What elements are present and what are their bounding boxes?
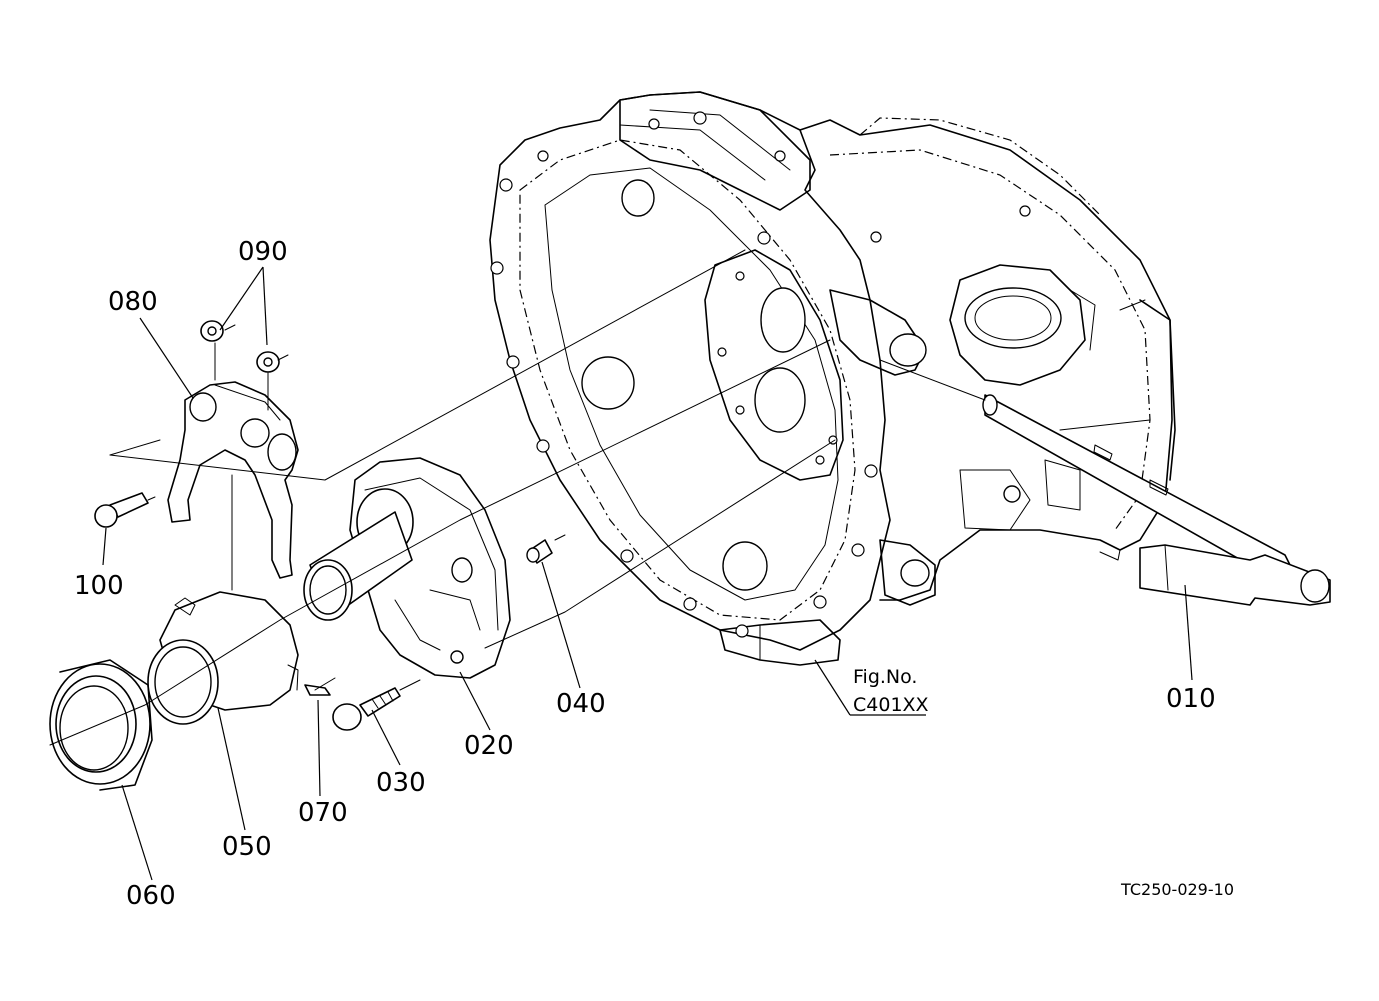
drawing-code: TC250-029-10 (1120, 880, 1234, 899)
label-020: 020 (464, 731, 514, 761)
shift-fork (167, 381, 299, 579)
label-100: 100 (74, 571, 124, 601)
label-050: 050 (222, 832, 272, 862)
bolt-100 (94, 492, 149, 528)
figure-ref-line1: Fig.No. (853, 666, 917, 688)
release-bearing (49, 659, 153, 791)
pin-040 (526, 539, 553, 564)
label-080: 080 (108, 287, 158, 317)
washer-lower (256, 351, 280, 373)
release-bearing-holder (147, 591, 299, 725)
label-040: 040 (556, 689, 606, 719)
callout-leaders (102, 266, 1193, 881)
release-shaft (982, 394, 1331, 606)
label-070: 070 (298, 798, 348, 828)
washer-upper (200, 320, 224, 342)
spring-clip (304, 684, 331, 696)
alignment-lines (49, 249, 986, 746)
bolt-030 (332, 687, 401, 731)
bearing-holder (303, 457, 511, 679)
figure-ref-line2: C401XX (853, 694, 929, 716)
label-010: 010 (1166, 684, 1216, 714)
label-060: 060 (126, 881, 176, 911)
label-030: 030 (376, 768, 426, 798)
clutch-housing (489, 91, 1176, 666)
label-090: 090 (238, 237, 288, 267)
